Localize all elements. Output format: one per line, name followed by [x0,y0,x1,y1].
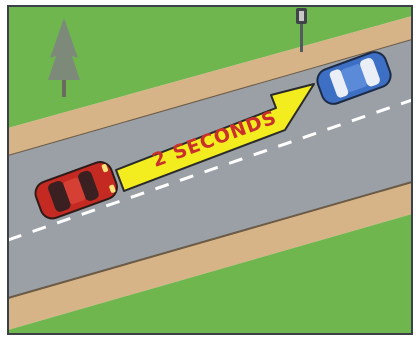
two-second-rule-illustration: 2 SECONDS [0,0,416,339]
